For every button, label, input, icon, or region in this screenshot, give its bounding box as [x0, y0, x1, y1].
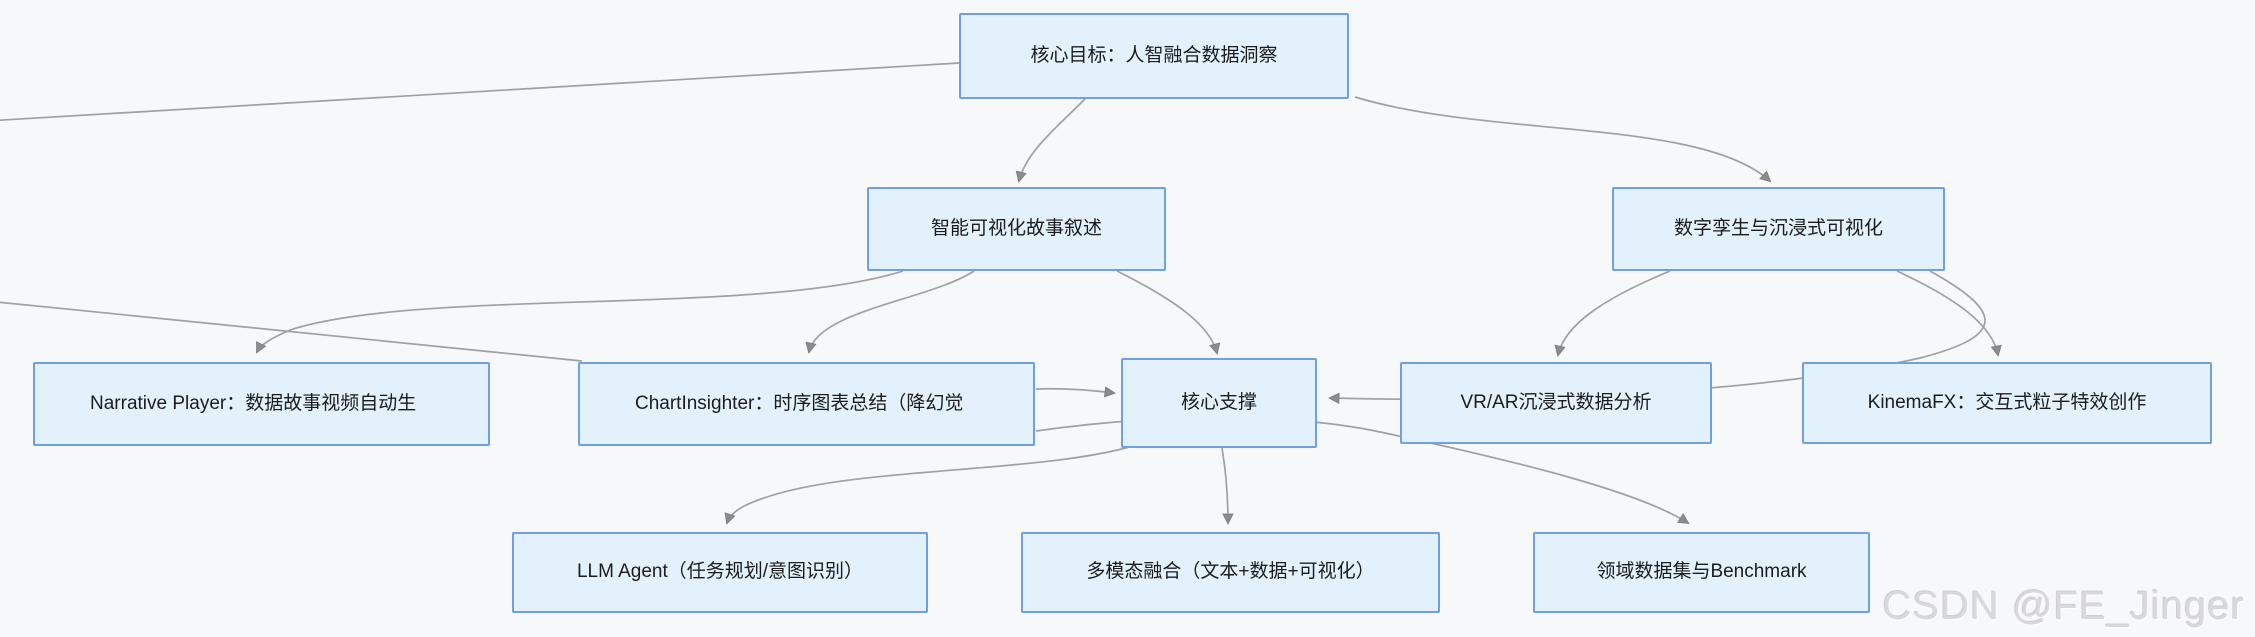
- node-domain-benchmark: 领域数据集与Benchmark: [1533, 532, 1870, 613]
- edge-story-telling-to-chart-insighter: [805, 270, 975, 354]
- node-vr-ar: VR/AR沉浸式数据分析: [1400, 362, 1712, 444]
- edge-core-goal-to-story-telling: [1015, 98, 1086, 183]
- node-story-telling: 智能可视化故事叙述: [867, 187, 1166, 271]
- node-narrative-player: Narrative Player：数据故事视频自动生: [33, 362, 490, 446]
- edge-core-support-to-multimodal-fusion: [1221, 447, 1234, 525]
- node-label-vr-ar: VR/AR沉浸式数据分析: [1460, 391, 1652, 413]
- node-core-support: 核心支撑: [1121, 358, 1317, 448]
- edges-group: [0, 62, 2002, 525]
- node-label-core-goal: 核心目标：人智融合数据洞察: [1030, 44, 1278, 66]
- edge-digital-twin-to-kinemafx: [1896, 270, 2002, 357]
- edge-digital-twin-to-vr-ar: [1554, 270, 1671, 357]
- node-label-chart-insighter: ChartInsighter：时序图表总结（降幻觉: [635, 392, 964, 414]
- node-digital-twin: 数字孪生与沉浸式可视化: [1612, 187, 1945, 271]
- node-label-multimodal-fusion: 多模态融合（文本+数据+可视化）: [1086, 561, 1375, 583]
- node-label-domain-benchmark: 领域数据集与Benchmark: [1596, 561, 1807, 583]
- node-core-goal: 核心目标：人智融合数据洞察: [959, 13, 1349, 99]
- edge-core-goal-to-digital-twin: [1354, 96, 1772, 183]
- watermark: CSDN @FE_Jinger: [1882, 584, 2245, 628]
- node-label-llm-agent: LLM Agent（任务规划/意图识别）: [576, 561, 864, 583]
- node-label-core-support: 核心支撑: [1180, 391, 1257, 413]
- node-chart-insighter: ChartInsighter：时序图表总结（降幻觉: [578, 362, 1035, 446]
- node-multimodal-fusion: 多模态融合（文本+数据+可视化）: [1021, 532, 1440, 613]
- edge-story-telling-to-core-support: [1116, 270, 1221, 355]
- node-kinemafx: KinemaFX：交互式粒子特效创作: [1802, 362, 2212, 444]
- edge-core-goal-to-offscreen-left: [0, 62, 960, 122]
- node-llm-agent: LLM Agent（任务规划/意图识别）: [512, 532, 928, 613]
- node-label-narrative-player: Narrative Player：数据故事视频自动生: [90, 392, 417, 414]
- node-label-kinemafx: KinemaFX：交互式粒子特效创作: [1867, 391, 2147, 413]
- edge-story-telling-to-narrative-player: [256, 270, 904, 354]
- edge-offscreen-left-to-chart-insighter: [0, 301, 583, 362]
- edge-chart-insighter-to-core-support: [1035, 386, 1116, 398]
- node-label-story-telling: 智能可视化故事叙述: [930, 217, 1102, 239]
- node-label-digital-twin: 数字孪生与沉浸式可视化: [1673, 217, 1883, 239]
- edge-core-support-to-llm-agent: [724, 445, 1134, 525]
